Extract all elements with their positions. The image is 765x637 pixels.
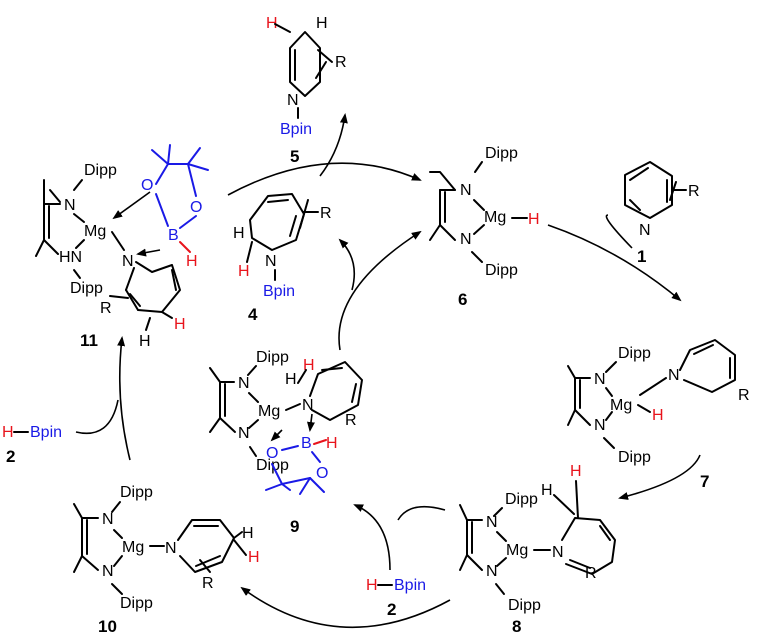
compound-11: Dipp N HN Mg Dipp O O B H N	[35, 144, 209, 350]
o-label: O	[141, 177, 153, 194]
h-label: H	[139, 333, 151, 350]
dipp-label: Dipp	[120, 484, 153, 501]
mg-label: Mg	[258, 403, 280, 420]
r-label: R	[688, 183, 700, 200]
compound-9: Dipp N N Mg N Dipp H H R B H O O	[209, 349, 363, 536]
compound-number-9: 9	[290, 517, 299, 536]
r-label: R	[202, 575, 214, 592]
bpin-label: Bpin	[280, 121, 312, 138]
hn-label: HN	[59, 249, 82, 266]
n-label: N	[302, 397, 314, 414]
compound-8: Dipp N N Mg N Dipp H H R 8	[459, 463, 616, 636]
cycle-arrows	[75, 113, 701, 629]
h-bpin-h: H	[366, 577, 378, 594]
r-label: R	[738, 387, 750, 404]
n-label: N	[102, 563, 114, 580]
compound-number-6: 6	[458, 290, 467, 309]
r-label: R	[335, 54, 347, 71]
compound-7: Dipp N N Mg H Dipp N R 7	[567, 339, 750, 491]
n-label: N	[64, 197, 76, 214]
r-label: R	[345, 412, 357, 429]
n-label: N	[460, 182, 472, 199]
o-label: O	[190, 199, 202, 216]
dipp-label: Dipp	[256, 349, 289, 366]
n-label: N	[639, 222, 651, 239]
dipp-label: Dipp	[505, 491, 538, 508]
o-label: O	[316, 465, 328, 482]
dipp-label: Dipp	[70, 280, 103, 297]
h-label: H	[285, 371, 297, 388]
h-label: H	[248, 549, 260, 566]
n-label: N	[486, 563, 498, 580]
n-label: N	[552, 544, 564, 561]
h-bpin-bpin: Bpin	[30, 424, 62, 441]
dipp-label: Dipp	[485, 262, 518, 279]
n-label: N	[460, 231, 472, 248]
compound-4: H H N Bpin R 4	[233, 193, 332, 324]
compound-number-10: 10	[98, 617, 117, 636]
r-label: R	[585, 565, 597, 582]
compound-number-8: 8	[512, 617, 521, 636]
h-bpin-h: H	[2, 424, 14, 441]
n-label: N	[102, 511, 114, 528]
dipp-label: Dipp	[485, 145, 518, 162]
compound-number-2: 2	[387, 600, 396, 619]
dipp-label: Dipp	[508, 597, 541, 614]
reagent-2-left: H Bpin 2	[2, 424, 62, 466]
dipp-label: Dipp	[120, 595, 153, 612]
n-label: N	[668, 367, 680, 384]
h-label: H	[242, 525, 254, 542]
h-label: H	[326, 435, 338, 452]
n-label: N	[265, 253, 277, 270]
mg-label: Mg	[122, 539, 144, 556]
h-label: H	[186, 253, 198, 270]
mg-label: Mg	[484, 209, 506, 226]
n-label: N	[238, 425, 250, 442]
dipp-label: Dipp	[618, 345, 651, 362]
compound-number-7: 7	[700, 472, 709, 491]
dipp-label: Dipp	[84, 162, 117, 179]
compound-number-1: 1	[637, 247, 646, 266]
o-label: O	[266, 445, 278, 462]
dipp-label: Dipp	[618, 449, 651, 466]
h-label: H	[652, 407, 664, 424]
n-label: N	[594, 371, 606, 388]
h-label: H	[174, 316, 186, 333]
bpin-label: Bpin	[263, 283, 295, 300]
r-label: R	[320, 205, 332, 222]
compound-number-4: 4	[248, 305, 258, 324]
h-label: H	[233, 225, 245, 242]
h-label: H	[528, 211, 540, 228]
h-label: H	[316, 15, 328, 32]
compound-6: Dipp N N Mg H Dipp 6	[429, 145, 540, 309]
h-bpin-bpin: Bpin	[394, 577, 426, 594]
mg-label: Mg	[610, 397, 632, 414]
n-label: N	[122, 253, 134, 270]
reagent-2-bottom: H Bpin 2	[366, 577, 426, 619]
n-label: N	[594, 417, 606, 434]
n-label: N	[165, 540, 177, 557]
h-label: H	[266, 15, 278, 32]
h-label: H	[541, 482, 553, 499]
h-label: H	[238, 263, 250, 280]
mg-label: Mg	[84, 223, 106, 240]
compound-5: H H R N Bpin 5	[266, 15, 347, 166]
r-label: R	[100, 300, 112, 317]
n-label: N	[238, 375, 250, 392]
compound-number-5: 5	[290, 147, 299, 166]
n-label: N	[486, 514, 498, 531]
compound-10: Dipp N N Mg N Dipp H H R 10	[73, 484, 260, 636]
compound-number-11: 11	[80, 331, 98, 350]
b-label: B	[301, 435, 312, 452]
h-label: H	[303, 357, 315, 374]
h-label: H	[570, 463, 582, 480]
b-label: B	[168, 227, 179, 244]
compound-1: N R 1	[624, 161, 700, 266]
compound-number-2: 2	[6, 447, 15, 466]
n-label: N	[287, 92, 299, 109]
mg-label: Mg	[506, 542, 528, 559]
